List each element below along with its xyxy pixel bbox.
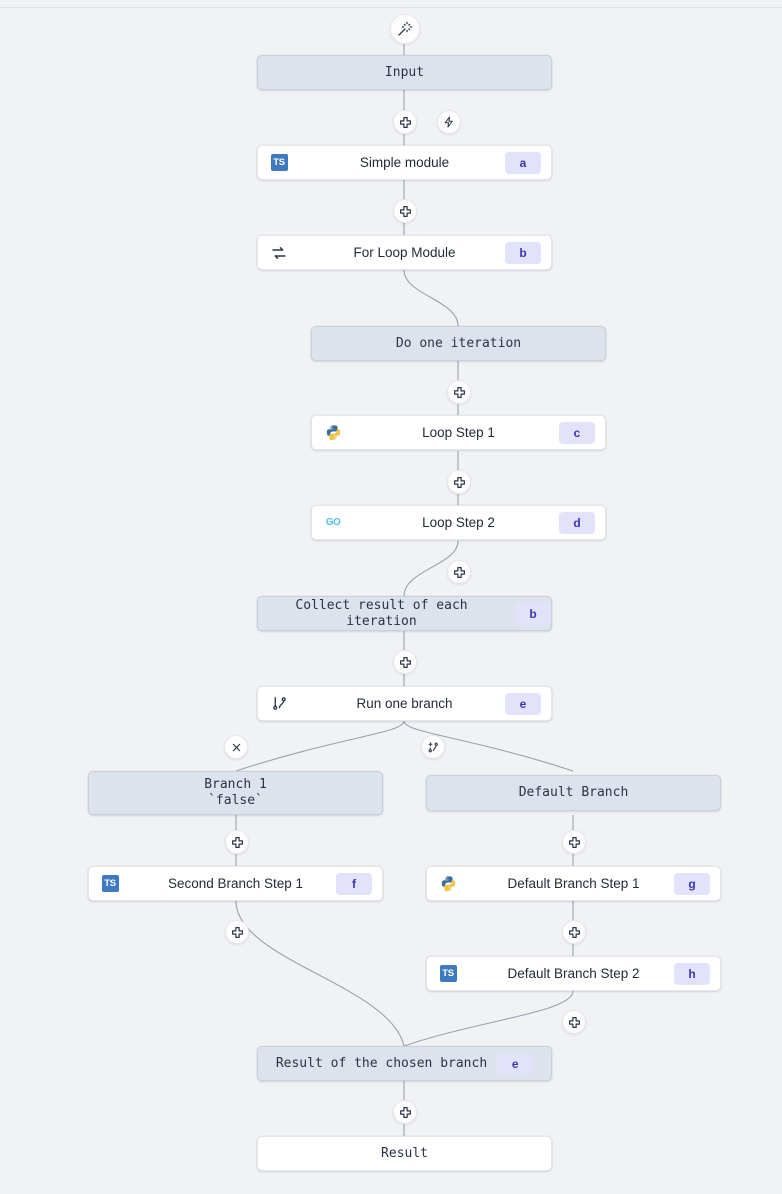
node-run-one-branch-badge: e	[505, 692, 541, 715]
node-run-one-branch[interactable]: Run one branch e	[257, 686, 552, 721]
node-result[interactable]: Result	[257, 1136, 552, 1171]
node-default-branch-step-1-badge: g	[674, 872, 710, 895]
add-step-button-default-branch-step-1[interactable]	[562, 920, 586, 944]
node-default-branch-label: Default Branch	[518, 785, 629, 800]
node-input[interactable]: Input	[257, 55, 552, 90]
typescript-icon: TS	[101, 875, 119, 893]
node-simple-module[interactable]: TS Simple module a	[257, 145, 552, 180]
node-loop-step-2-badge: d	[559, 511, 595, 534]
node-second-branch-step-1[interactable]: TS Second Branch Step 1 f	[88, 866, 383, 901]
trigger-button[interactable]	[437, 110, 461, 134]
node-for-loop-module[interactable]: For Loop Module b	[257, 235, 552, 270]
node-collect-result[interactable]: Collect result of each iteration b	[257, 596, 552, 631]
node-default-branch-step-1[interactable]: Default Branch Step 1 g	[426, 866, 721, 901]
node-for-loop-module-badge: b	[505, 241, 541, 264]
add-step-button-branch-1[interactable]	[225, 830, 249, 854]
node-result-of-chosen-branch[interactable]: Result of the chosen branch e	[257, 1046, 552, 1081]
node-simple-module-badge: a	[505, 151, 541, 174]
node-collect-result-label: Collect result of each iteration	[295, 597, 468, 629]
node-result-of-chosen-branch-label: Result of the chosen branch	[275, 1055, 488, 1071]
add-step-button-simple-module[interactable]	[393, 199, 417, 223]
go-icon: GO	[325, 517, 341, 528]
loop-icon	[270, 244, 288, 262]
add-step-button-default-branch-step-2[interactable]	[562, 1010, 586, 1034]
add-step-button-second-branch-step-1[interactable]	[225, 920, 249, 944]
add-step-button-loop-step-1[interactable]	[447, 470, 471, 494]
node-default-branch[interactable]: Default Branch	[426, 775, 721, 811]
python-icon	[439, 875, 457, 893]
remove-branch-button[interactable]	[224, 735, 248, 759]
node-second-branch-step-1-badge: f	[336, 872, 372, 895]
add-step-button-result[interactable]	[393, 1100, 417, 1124]
node-default-branch-step-2[interactable]: TS Default Branch Step 2 h	[426, 956, 721, 991]
python-icon	[324, 424, 342, 442]
typescript-icon: TS	[439, 965, 457, 983]
node-loop-step-1-badge: c	[559, 421, 595, 444]
node-result-of-chosen-branch-badge: e	[497, 1052, 534, 1075]
add-step-button-input[interactable]	[393, 110, 417, 134]
node-branch-1[interactable]: Branch 1 `false`	[88, 771, 383, 815]
top-divider	[0, 7, 782, 8]
node-default-branch-step-2-badge: h	[674, 962, 710, 985]
node-result-label: Result	[381, 1146, 428, 1161]
magic-wand-icon[interactable]	[390, 14, 420, 44]
add-step-button-do-one-iteration[interactable]	[447, 380, 471, 404]
add-step-button-default-branch[interactable]	[562, 830, 586, 854]
add-step-button-collect-result[interactable]	[393, 650, 417, 674]
node-loop-step-2[interactable]: GO Loop Step 2 d	[311, 505, 606, 540]
node-loop-step-1[interactable]: Loop Step 1 c	[311, 415, 606, 450]
node-branch-1-label: Branch 1 `false`	[204, 777, 267, 808]
node-do-one-iteration-label: Do one iteration	[395, 335, 522, 351]
typescript-icon: TS	[270, 154, 288, 172]
node-do-one-iteration[interactable]: Do one iteration	[311, 326, 606, 361]
node-input-label: Input	[384, 64, 425, 80]
branch-icon	[270, 695, 288, 713]
add-branch-button[interactable]	[421, 735, 445, 759]
node-collect-result-badge: b	[515, 602, 551, 625]
add-step-button-loop-step-2[interactable]	[447, 560, 471, 584]
